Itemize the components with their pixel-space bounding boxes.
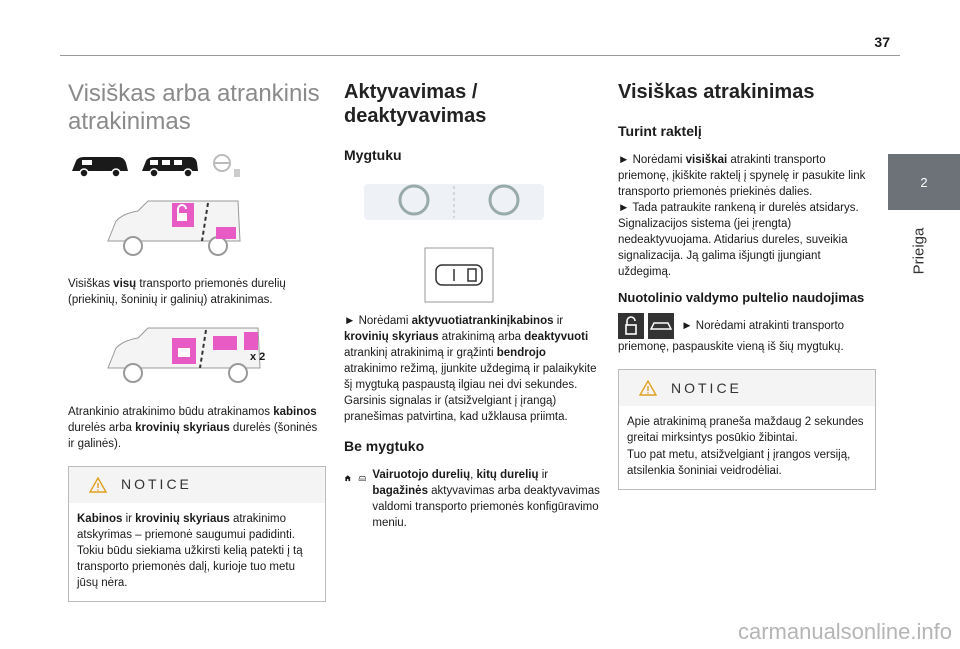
section-title-selective: Visiškas arba atrankinis atrakinimas	[68, 80, 320, 135]
b2: ir	[553, 314, 564, 327]
para-no-button: Vairuotojo durelių, kitų durelių ir baga…	[372, 467, 602, 531]
remote-cargo-unlock-icon	[648, 313, 674, 340]
notice-body: Kabinos ir krovinių skyriaus atrakinimo …	[69, 503, 325, 601]
c4: bagažinės	[372, 485, 428, 498]
config-menu-row: Vairuotojo durelių, kitų durelių ir baga…	[344, 467, 602, 531]
c1: ,	[470, 468, 477, 481]
k4: Signalizacijos sistema (jei įrengta) ned…	[618, 217, 848, 279]
subheading-no-button: Be mygtuko	[344, 438, 425, 455]
van-long-icon	[142, 157, 198, 178]
b1: aktyvuotiatrankinįkabinos	[411, 314, 554, 327]
notice-box-1: NOTICE Kabinos ir krovinių skyriaus atra…	[68, 465, 326, 603]
column-1: Visiškas arba atrankinis atrakinimas Vis…	[68, 80, 326, 603]
b8: atrakinimo režimą, įjunkite uždegimą ir …	[344, 362, 597, 392]
van-side-selective-illustration: x 2	[68, 316, 326, 393]
van-side-open-illustration	[107, 200, 241, 257]
para-button: ► Norėdami aktyvuotiatrankinįkabinos ir …	[344, 313, 602, 426]
b4: atrakinimą arba	[438, 330, 525, 343]
vehicle-icons	[68, 153, 326, 179]
subheading-button: Mygtuku	[344, 147, 402, 163]
van-short-icon	[72, 157, 128, 178]
subheading-key: Turint raktelį	[618, 123, 702, 139]
n1s2: krovinių skyriaus	[135, 512, 230, 525]
b3: krovinių skyriaus	[344, 330, 439, 343]
k2: atrakinti transporto priemonę, įkiškite …	[618, 153, 866, 198]
k0: ► Norėdami	[618, 153, 686, 166]
b5: deaktyvuoti	[524, 330, 589, 343]
chapter-label-text: Prieiga	[910, 227, 928, 275]
c5: aktyvavimas arba deaktyvavimas valdomi t…	[372, 485, 600, 530]
n1s0: Kabinos	[77, 512, 123, 525]
page-number: 37	[874, 34, 890, 50]
n1s4: Tokiu būdu siekiama užkirsti kelią patek…	[77, 545, 303, 590]
notice-box-2: NOTICE Apie atrakinimą praneša maždaug 2…	[618, 369, 876, 490]
column-3: Visiškas atrakinimas Turint raktelį ► No…	[618, 80, 876, 490]
p2s2: durelės arba	[68, 421, 136, 434]
p1s0: Visiškas	[68, 278, 114, 291]
notice-body-2: Apie atrakinimą praneša maždaug 2 sekund…	[627, 416, 864, 477]
home-icon	[344, 475, 351, 482]
p2s3: krovinių skyriaus	[135, 421, 230, 434]
car-settings-icon	[358, 475, 366, 481]
section-title-activation: Aktyvavimas / deaktyvavimas	[344, 81, 487, 127]
warning-icon	[89, 476, 107, 493]
watermark: carmanualsonline.info	[737, 619, 952, 644]
section-title-full-unlock: Visiškas atrakinimas	[618, 81, 815, 103]
remote-unlock-icon	[618, 313, 644, 340]
c3: ir	[538, 468, 549, 481]
notice-header-2: NOTICE	[619, 370, 875, 407]
column-2: Aktyvavimas / deaktyvavimas Mygtuku ► No…	[344, 80, 602, 531]
k1: visiškai	[685, 153, 728, 166]
para-key: ► Norėdami visiškai atrakinti transporto…	[618, 152, 876, 281]
remote-text: ► Norėdami atrakinti transporto priemonę…	[618, 320, 845, 354]
subheading-remote: Nuotolinio valdymo pultelio naudojimas	[618, 290, 865, 306]
c0: Vairuotojo durelių	[372, 468, 471, 481]
header-rule	[60, 55, 900, 56]
b0: ► Norėdami	[344, 314, 412, 327]
dashboard-illustration	[364, 183, 544, 220]
para-full-unlock: Visiškas visų transporto priemonės durel…	[68, 276, 326, 308]
p2s4: durelės (šoninės ir galinės).	[68, 421, 318, 450]
selective-unlock-button-icon	[424, 247, 494, 303]
n1s1: ir	[122, 512, 136, 525]
b7: bendrojo	[496, 346, 546, 359]
notice-title: NOTICE	[121, 476, 192, 493]
p1s1: visų	[113, 278, 137, 291]
chapter-label: Prieiga	[908, 216, 930, 286]
para-selective: Atrankinio atrakinimo būdu atrakinamos k…	[68, 404, 326, 452]
steering-key-icon	[213, 154, 240, 178]
b9: Garsinis signalas ir (atsižvelgiant į įr…	[344, 395, 568, 424]
warning-icon	[639, 380, 657, 397]
c2: kitų durelių	[476, 468, 539, 481]
b6: atrankinį atrakinimą ir grąžinti	[344, 346, 497, 359]
p2s0: Atrankinio atrakinimo būdu atrakinamos	[68, 405, 274, 418]
p2s1: kabinos	[273, 405, 317, 418]
para-remote: ► Norėdami atrakinti transporto priemonę…	[618, 313, 876, 355]
k3: ► Tada patraukite rankeną ir durelės ats…	[618, 201, 859, 214]
chapter-tab[interactable]: 2	[888, 154, 960, 210]
badge-x2: x 2	[250, 351, 266, 364]
notice-title-2: NOTICE	[671, 379, 742, 396]
notice-header: NOTICE	[69, 466, 325, 503]
p1s2: transporto priemonės durelių (priekinių,…	[68, 278, 286, 307]
n1s3: atrakinimo atskyrimas – priemonė saugumu…	[77, 512, 295, 541]
